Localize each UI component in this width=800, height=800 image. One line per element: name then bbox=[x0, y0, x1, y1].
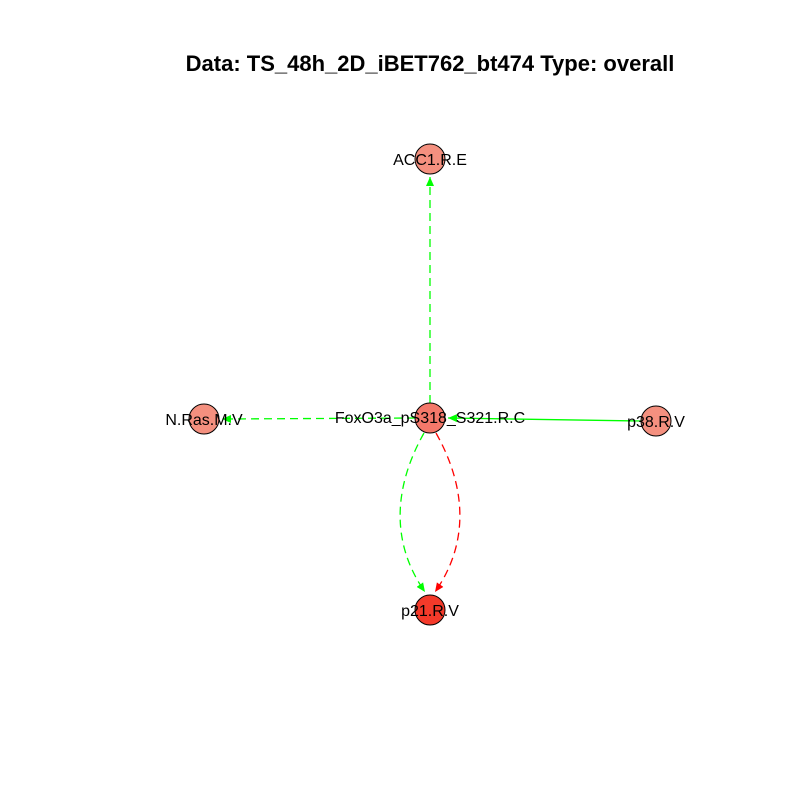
edge-foxo3a-to-p21-red bbox=[434, 432, 461, 593]
edge-foxo3a-to-p21-green bbox=[399, 432, 426, 593]
node-circle bbox=[414, 594, 446, 626]
node-acc1: ACC1.R.E bbox=[393, 143, 467, 175]
node-label: N.Ras.M.V bbox=[165, 412, 243, 429]
node-p21: p21.R.V bbox=[401, 594, 459, 626]
node-label: p38.R.V bbox=[627, 414, 685, 431]
node-circle bbox=[188, 403, 220, 435]
node-circle bbox=[640, 405, 672, 437]
edges bbox=[221, 177, 642, 593]
node-p38: p38.R.V bbox=[627, 405, 685, 437]
node-circle bbox=[414, 143, 446, 175]
node-label: ACC1.R.E bbox=[393, 152, 467, 169]
node-foxo3a: FoxO3a_pS318_S321.R.C bbox=[335, 402, 525, 434]
edge-foxo3a-to-nras bbox=[221, 414, 416, 423]
diagram-title: Data: TS_48h_2D_iBET762_bt474 Type: over… bbox=[186, 51, 675, 76]
node-circle bbox=[414, 402, 446, 434]
node-label: FoxO3a_pS318_S321.R.C bbox=[335, 410, 525, 427]
edge-p38-to-foxo3a bbox=[447, 414, 642, 423]
node-label: p21.R.V bbox=[401, 603, 459, 620]
node-nras: N.Ras.M.V bbox=[165, 403, 243, 435]
